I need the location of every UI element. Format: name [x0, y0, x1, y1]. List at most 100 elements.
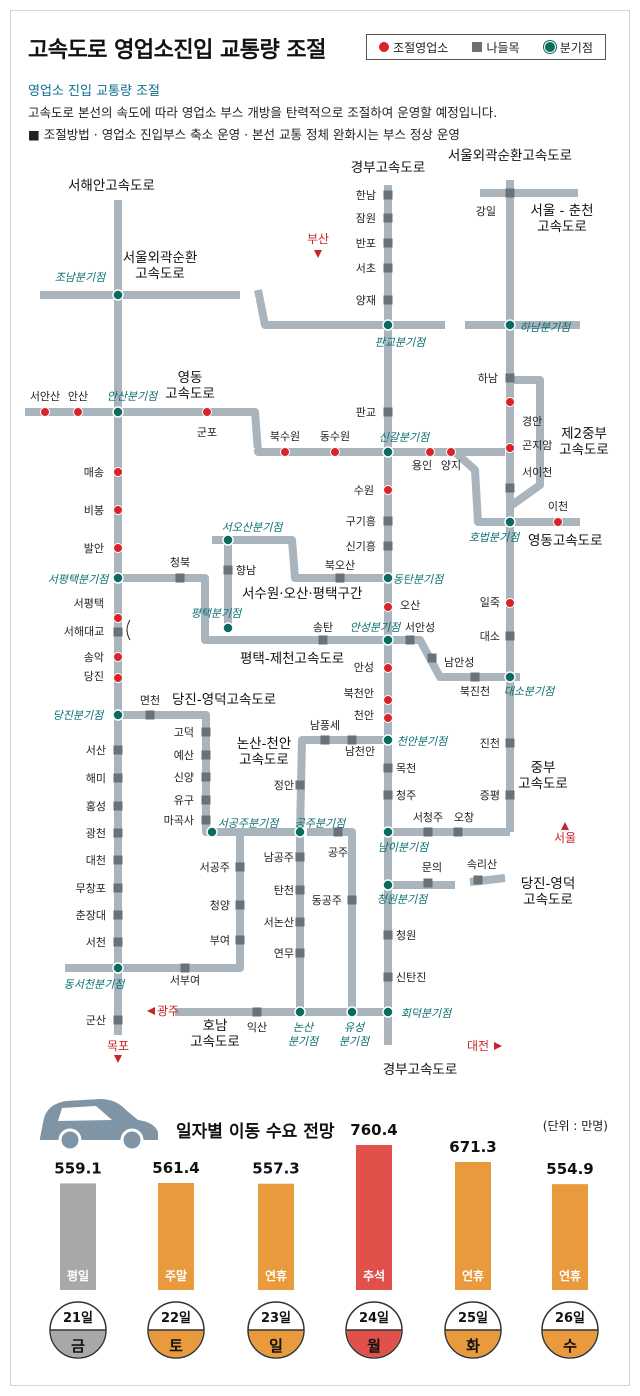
day-circle-fill — [50, 1330, 106, 1358]
junction-label: 청원분기점 — [377, 893, 429, 906]
junction-icon — [112, 289, 124, 301]
toll-gate: 당진 — [84, 670, 123, 683]
interchange: 속리산 — [467, 858, 497, 885]
frame — [10, 10, 630, 1386]
car-icon — [40, 1099, 158, 1152]
toll-gate-icon — [113, 613, 123, 623]
interchange: 탄천 — [274, 883, 305, 897]
junction-label: 하남분기점 — [520, 321, 572, 334]
interchange-icon — [201, 727, 211, 737]
interchange-icon — [473, 875, 483, 885]
bar-value-label: 554.9 — [546, 1160, 593, 1178]
interchange: 반포 — [356, 237, 393, 250]
interchange-label: 마곡사 — [164, 814, 194, 827]
direction-marker: 광주 — [147, 1004, 179, 1018]
junction-label: 동서천분기점 — [64, 978, 127, 991]
interchange-icon — [175, 573, 185, 583]
day-type-label: 추석 — [363, 1268, 385, 1283]
toll-gate-label: 북수원 — [270, 430, 300, 443]
interchange-label: 청북 — [170, 556, 190, 569]
toll-gate: 송악 — [84, 651, 123, 664]
interchange-icon — [113, 745, 123, 755]
toll-gate-label: 송악 — [84, 651, 104, 664]
description: 고속도로 본선의 속도에 따라 영업소 부스 개방을 탄력적으로 조절하여 운영… — [28, 105, 498, 120]
bar-value-label: 559.1 — [54, 1159, 101, 1177]
interchange-icon — [383, 407, 393, 417]
toll-gate-icon — [446, 447, 456, 457]
junction-icon — [112, 572, 124, 584]
toll-gate-icon — [505, 443, 515, 453]
interchange-icon — [423, 827, 433, 837]
interchange: 청양 — [210, 899, 245, 912]
bar-value-label: 760.4 — [350, 1121, 397, 1139]
interchange-label: 무창포 — [76, 882, 106, 895]
interchange: 서논산 — [264, 916, 305, 929]
junction-label: 판교분기점 — [375, 336, 427, 349]
junction-label: 대소분기점 — [504, 685, 556, 698]
junction-label: 당진분기점 — [53, 709, 105, 722]
toll-gate-icon — [113, 543, 123, 553]
interchange-label: 춘장대 — [76, 909, 106, 922]
interchange-label: 부여 — [210, 934, 230, 947]
subtitle: 영업소 진입 교통량 조절 — [28, 84, 160, 99]
toll-gate-icon — [383, 602, 393, 612]
interchange: 서안성 — [405, 621, 435, 645]
legend-interchange: 나들목 — [472, 39, 520, 56]
interchange-label: 서공주 — [200, 861, 230, 874]
interchange: 동공주 — [312, 894, 357, 907]
toll-gate: 매송 — [84, 466, 123, 479]
interchange-icon — [235, 900, 245, 910]
road-line — [296, 736, 388, 833]
interchange-icon — [383, 763, 393, 773]
interchange-label: 송탄 — [313, 621, 333, 634]
interchange: 남천안 — [345, 735, 375, 758]
direction-marker: 서울 — [554, 822, 576, 845]
interchange-label: 연무 — [274, 947, 294, 960]
interchange: 한남 — [356, 189, 393, 202]
junction-label: 신갈분기점 — [379, 431, 431, 444]
teal-dot-icon — [543, 41, 556, 53]
interchange: 익산 — [247, 1007, 267, 1034]
interchange: 대소 — [480, 630, 515, 643]
toll-gate: 용인 — [412, 447, 435, 472]
junction-icon — [382, 734, 394, 746]
toll-gate-label: 북천안 — [344, 686, 374, 700]
interchange-label: 하남 — [478, 371, 498, 385]
junction-label: 안산분기점 — [107, 390, 159, 403]
interchange-label: 대소 — [480, 630, 500, 643]
junction-icon — [382, 446, 394, 458]
interchange: 청주 — [383, 789, 416, 802]
interchange-icon — [405, 635, 415, 645]
interchange: 강일 — [476, 188, 515, 218]
road-gap — [236, 438, 256, 452]
date-label: 24일 — [359, 1311, 389, 1326]
interchange-label: 남풍세 — [310, 719, 340, 732]
interchange-label: 군산 — [86, 1014, 106, 1027]
road-name: 영동고속도로 — [528, 533, 603, 549]
toll-gate-icon — [113, 652, 123, 662]
toll-gate-icon — [383, 713, 393, 723]
interchange-label: 서안성 — [405, 621, 435, 634]
interchange-label: 속리산 — [467, 858, 497, 871]
road-name: 서수원·오산·평택구간 — [242, 586, 362, 602]
toll-gate: 안산 — [68, 390, 88, 417]
direction-label: 목포 — [107, 1039, 129, 1053]
weekday-label: 수 — [563, 1337, 577, 1355]
junction-label: 서평택분기점 — [48, 573, 111, 586]
interchange: 공주 — [328, 827, 348, 859]
interchange: 남풍세 — [310, 719, 340, 745]
interchange: 연무 — [274, 947, 305, 960]
interchange-label: 대천 — [86, 853, 106, 867]
junction-icon — [112, 962, 124, 974]
interchange-icon — [505, 373, 515, 383]
interchange-icon — [505, 631, 515, 641]
junction-icon — [206, 826, 218, 838]
interchange-label: 서해대교 — [64, 624, 104, 638]
toll-gate-label: 용인 — [412, 459, 432, 472]
direction-label: 대전 — [467, 1039, 489, 1053]
